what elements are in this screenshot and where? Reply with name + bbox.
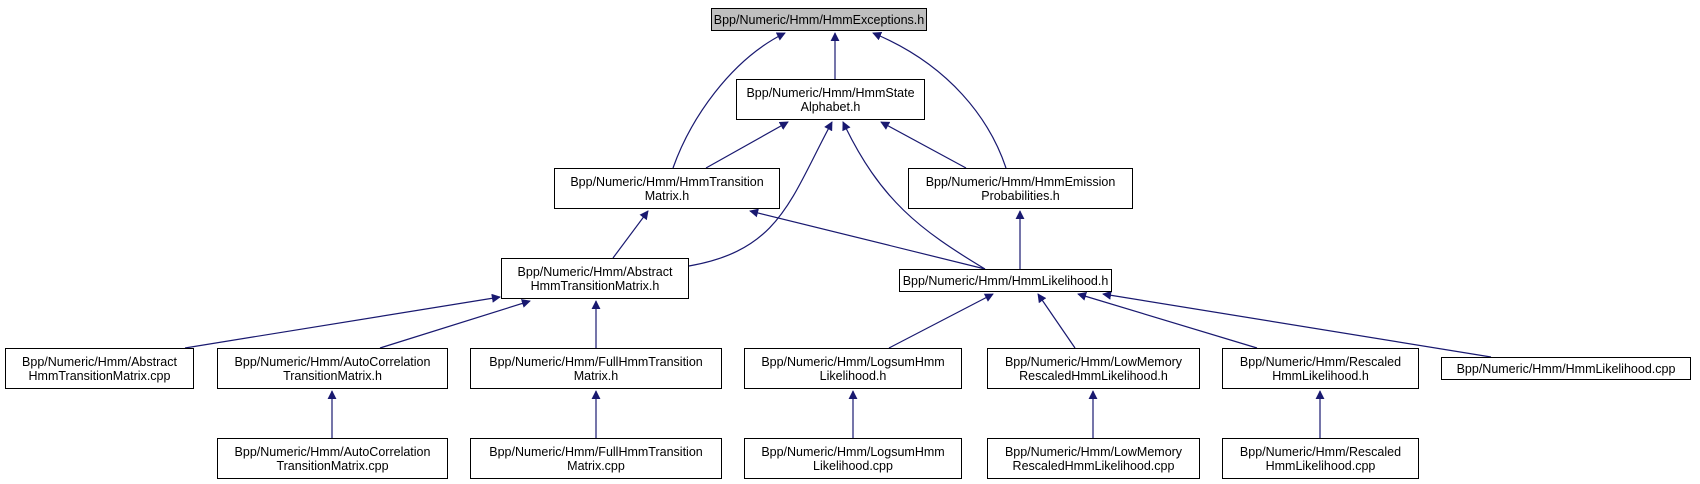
node-label: Bpp/Numeric/Hmm/LogsumHmm Likelihood.h: [761, 354, 945, 383]
edge-hmm-emission-probabilities-h-to-hmm-state-alphabet-h: [880, 121, 967, 169]
node-label: Bpp/Numeric/Hmm/HmmTransition Matrix.h: [570, 174, 764, 203]
node-full-hmm-transition-matrix-h[interactable]: Bpp/Numeric/Hmm/FullHmmTransition Matrix…: [470, 348, 722, 389]
node-label: Bpp/Numeric/Hmm/LowMemory RescaledHmmLik…: [1004, 444, 1183, 473]
node-label: Bpp/Numeric/Hmm/Rescaled HmmLikelihood.h: [1239, 354, 1402, 383]
node-low-memory-rescaled-hmm-likelihood-h[interactable]: Bpp/Numeric/Hmm/LowMemory RescaledHmmLik…: [987, 348, 1200, 389]
node-label: Bpp/Numeric/Hmm/HmmLikelihood.h: [902, 273, 1109, 288]
node-hmm-likelihood-h[interactable]: Bpp/Numeric/Hmm/HmmLikelihood.h: [899, 269, 1112, 292]
node-hmm-emission-probabilities-h[interactable]: Bpp/Numeric/Hmm/HmmEmission Probabilitie…: [908, 168, 1133, 209]
node-auto-correlation-transition-matrix-h[interactable]: Bpp/Numeric/Hmm/AutoCorrelation Transiti…: [217, 348, 448, 389]
node-hmm-likelihood-cpp[interactable]: Bpp/Numeric/Hmm/HmmLikelihood.cpp: [1441, 357, 1691, 380]
node-rescaled-hmm-likelihood-h[interactable]: Bpp/Numeric/Hmm/Rescaled HmmLikelihood.h: [1222, 348, 1419, 389]
edge-hmm-transition-matrix-h-to-hmm-exceptions-h: [672, 32, 786, 169]
node-label: Bpp/Numeric/Hmm/Abstract HmmTransitionMa…: [517, 264, 673, 293]
node-label: Bpp/Numeric/Hmm/FullHmmTransition Matrix…: [489, 444, 703, 473]
edge-hmm-emission-probabilities-h-to-hmm-exceptions-h: [872, 31, 1007, 169]
node-logsum-hmm-likelihood-h[interactable]: Bpp/Numeric/Hmm/LogsumHmm Likelihood.h: [744, 348, 962, 389]
node-rescaled-hmm-likelihood-cpp[interactable]: Bpp/Numeric/Hmm/Rescaled HmmLikelihood.c…: [1222, 438, 1419, 479]
edge-hmm-likelihood-h-to-hmm-state-alphabet-h: [842, 121, 986, 270]
edge-low-memory-rescaled-hmm-likelihood-h-to-hmm-likelihood-h: [1037, 293, 1076, 349]
node-logsum-hmm-likelihood-cpp[interactable]: Bpp/Numeric/Hmm/LogsumHmm Likelihood.cpp: [744, 438, 962, 479]
node-label: Bpp/Numeric/Hmm/Abstract HmmTransitionMa…: [22, 354, 177, 383]
node-hmm-transition-matrix-h[interactable]: Bpp/Numeric/Hmm/HmmTransition Matrix.h: [554, 168, 780, 209]
node-label: Bpp/Numeric/Hmm/HmmExceptions.h: [713, 12, 925, 27]
edge-hmm-likelihood-cpp-to-hmm-likelihood-h: [1102, 290, 1492, 358]
edge-abstract-hmm-transition-matrix-cpp-to-abstract-hmm-transition-matrix-h: [184, 293, 501, 349]
edge-hmm-transition-matrix-h-to-hmm-state-alphabet-h: [705, 121, 789, 169]
node-label: Bpp/Numeric/Hmm/AutoCorrelation Transiti…: [234, 354, 431, 383]
node-label: Bpp/Numeric/Hmm/HmmState Alphabet.h: [746, 85, 915, 114]
node-label: Bpp/Numeric/Hmm/HmmEmission Probabilitie…: [925, 174, 1116, 203]
node-hmm-state-alphabet-h[interactable]: Bpp/Numeric/Hmm/HmmState Alphabet.h: [736, 79, 925, 120]
node-label: Bpp/Numeric/Hmm/FullHmmTransition Matrix…: [489, 354, 703, 383]
edge-abstract-hmm-transition-matrix-h-to-hmm-transition-matrix-h: [612, 210, 649, 259]
edge-abstract-hmm-transition-matrix-h-to-hmm-state-alphabet-h: [688, 121, 833, 267]
node-hmm-exceptions-h: Bpp/Numeric/Hmm/HmmExceptions.h: [711, 8, 927, 31]
node-label: Bpp/Numeric/Hmm/HmmLikelihood.cpp: [1456, 361, 1676, 376]
node-label: Bpp/Numeric/Hmm/Rescaled HmmLikelihood.c…: [1239, 444, 1402, 473]
node-abstract-hmm-transition-matrix-h[interactable]: Bpp/Numeric/Hmm/Abstract HmmTransitionMa…: [501, 258, 689, 299]
node-full-hmm-transition-matrix-cpp[interactable]: Bpp/Numeric/Hmm/FullHmmTransition Matrix…: [470, 438, 722, 479]
node-abstract-hmm-transition-matrix-cpp[interactable]: Bpp/Numeric/Hmm/Abstract HmmTransitionMa…: [5, 348, 194, 389]
edge-hmm-likelihood-h-to-hmm-transition-matrix-h: [749, 208, 986, 270]
node-label: Bpp/Numeric/Hmm/AutoCorrelation Transiti…: [234, 444, 431, 473]
edge-logsum-hmm-likelihood-h-to-hmm-likelihood-h: [888, 293, 994, 349]
edge-rescaled-hmm-likelihood-h-to-hmm-likelihood-h: [1077, 292, 1258, 349]
edge-auto-correlation-transition-matrix-h-to-abstract-hmm-transition-matrix-h: [379, 299, 531, 349]
node-low-memory-rescaled-hmm-likelihood-cpp[interactable]: Bpp/Numeric/Hmm/LowMemory RescaledHmmLik…: [987, 438, 1200, 479]
node-label: Bpp/Numeric/Hmm/LowMemory RescaledHmmLik…: [1004, 354, 1183, 383]
node-auto-correlation-transition-matrix-cpp[interactable]: Bpp/Numeric/Hmm/AutoCorrelation Transiti…: [217, 438, 448, 479]
node-label: Bpp/Numeric/Hmm/LogsumHmm Likelihood.cpp: [761, 444, 945, 473]
